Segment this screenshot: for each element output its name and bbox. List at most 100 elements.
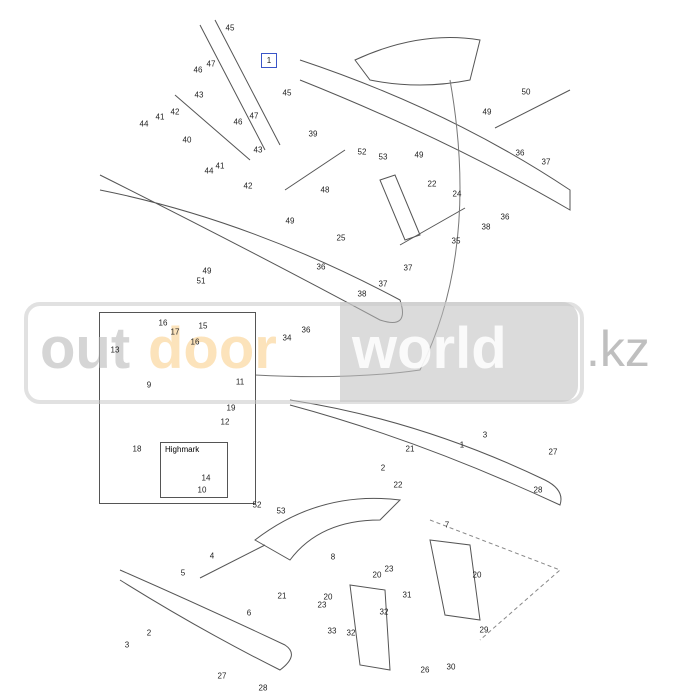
part-number-label: 45 <box>225 23 235 33</box>
part-number-label: 49 <box>285 216 295 226</box>
part-number-label: 10 <box>197 485 207 495</box>
part-number-label: 43 <box>253 145 263 155</box>
part-number-label: 8 <box>330 552 336 562</box>
part-number-label: 3 <box>124 640 130 650</box>
part-number-label: 38 <box>481 222 491 232</box>
part-number-label: 9 <box>146 380 152 390</box>
part-number-label: 22 <box>393 480 403 490</box>
part-number-label: 7 <box>444 520 450 530</box>
part-number-label: 37 <box>541 157 551 167</box>
shaft-35 <box>399 207 466 246</box>
part-number-label: 20 <box>323 592 333 602</box>
part-number-label: 17 <box>170 327 180 337</box>
part-number-label: 35 <box>451 236 461 246</box>
part-number-label: 16 <box>158 318 168 328</box>
part-number-label: 50 <box>521 87 531 97</box>
shaft-50 <box>494 89 571 129</box>
callout-1: 1 <box>261 53 277 68</box>
part-number-label: 26 <box>420 665 430 675</box>
part-number-label: 23 <box>384 564 394 574</box>
lower-rail-left <box>119 569 292 671</box>
part-number-label: 5 <box>180 568 186 578</box>
part-number-label: 52 <box>357 147 367 157</box>
lower-rail-right <box>289 399 562 506</box>
part-number-label: 40 <box>182 135 192 145</box>
part-number-label: 2 <box>380 463 386 473</box>
part-number-label: 36 <box>316 262 326 272</box>
highmark-box: Highmark <box>160 442 228 498</box>
part-number-label: 46 <box>233 117 243 127</box>
part-number-label: 15 <box>198 321 208 331</box>
shock-absorber <box>199 19 281 151</box>
part-number-label: 28 <box>258 683 268 693</box>
part-number-label: 27 <box>217 671 227 681</box>
part-number-label: 11 <box>235 377 245 387</box>
shaft-4 <box>199 544 266 579</box>
part-number-label: 4 <box>209 551 215 561</box>
shaft-48 <box>284 149 346 191</box>
part-number-label: 34 <box>282 333 292 343</box>
part-number-label: 1 <box>459 440 465 450</box>
part-number-label: 41 <box>215 161 225 171</box>
part-number-label: 6 <box>246 608 252 618</box>
part-number-label: 49 <box>202 266 212 276</box>
part-number-label: 42 <box>170 107 180 117</box>
part-number-label: 38 <box>357 289 367 299</box>
rear-shock <box>379 174 421 241</box>
highmark-title: Highmark <box>165 445 200 454</box>
watermark-out: out <box>40 316 131 381</box>
part-number-label: 49 <box>482 107 492 117</box>
part-number-label: 36 <box>301 325 311 335</box>
part-number-label: 46 <box>193 65 203 75</box>
part-number-label: 32 <box>346 628 356 638</box>
part-number-label: 42 <box>243 181 253 191</box>
upper-rail-left <box>99 174 403 323</box>
part-number-label: 48 <box>320 185 330 195</box>
part-number-label: 47 <box>206 59 216 69</box>
part-number-label: 29 <box>479 625 489 635</box>
part-number-label: 41 <box>155 112 165 122</box>
upper-rail-right <box>299 59 571 211</box>
part-number-label: 36 <box>515 148 525 158</box>
part-number-label: 14 <box>201 473 211 483</box>
part-number-label: 52 <box>252 500 262 510</box>
part-number-label: 45 <box>282 88 292 98</box>
part-number-label: 44 <box>139 119 149 129</box>
part-number-label: 2 <box>146 628 152 638</box>
dashed-guide <box>429 519 561 641</box>
watermark-bg <box>340 302 578 402</box>
part-number-label: 19 <box>226 403 236 413</box>
part-number-label: 12 <box>220 417 230 427</box>
part-number-label: 20 <box>472 570 482 580</box>
part-number-label: 37 <box>378 279 388 289</box>
part-number-label: 3 <box>482 430 488 440</box>
part-number-label: 25 <box>336 233 346 243</box>
watermark-door: door <box>148 316 277 381</box>
shock-detail-box <box>99 312 256 504</box>
part-number-label: 21 <box>405 444 415 454</box>
part-number-label: 39 <box>308 129 318 139</box>
part-number-label: 47 <box>249 111 259 121</box>
watermark-world: world <box>352 316 507 381</box>
part-number-label: 32 <box>379 607 389 617</box>
part-number-label: 23 <box>317 600 327 610</box>
part-number-label: 33 <box>327 626 337 636</box>
part-number-label: 37 <box>403 263 413 273</box>
part-number-label: 21 <box>277 591 287 601</box>
part-number-label: 43 <box>194 90 204 100</box>
watermark-frame <box>24 302 584 404</box>
part-number-label: 28 <box>533 485 543 495</box>
part-number-label: 22 <box>427 179 437 189</box>
link-29 <box>429 539 481 621</box>
part-number-label: 53 <box>378 152 388 162</box>
part-number-label: 18 <box>132 444 142 454</box>
part-number-label: 16 <box>190 337 200 347</box>
part-number-label: 31 <box>402 590 412 600</box>
link-arm <box>174 94 251 161</box>
part-number-label: 13 <box>110 345 120 355</box>
part-number-label: 51 <box>196 276 206 286</box>
part-number-label: 30 <box>446 662 456 672</box>
part-number-label: 24 <box>452 189 462 199</box>
part-number-label: 49 <box>414 150 424 160</box>
